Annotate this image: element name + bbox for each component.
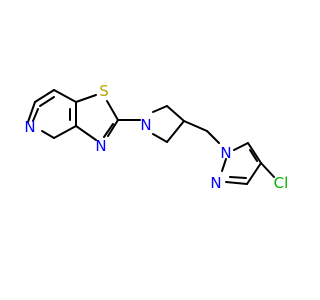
atom-label-n: N (220, 144, 231, 162)
bond (225, 181, 248, 185)
bond (53, 89, 77, 103)
bond (166, 105, 185, 122)
bond (233, 142, 249, 151)
bond (41, 130, 55, 139)
molecule-diagram: N S N N N N Cl (24, 82, 288, 192)
bond (152, 105, 168, 113)
bonds (27, 89, 275, 185)
bond (247, 142, 262, 164)
bond (152, 133, 168, 143)
bond (183, 120, 208, 132)
atom-label-n: N (210, 174, 221, 192)
atom-labels: N S N N N N Cl (24, 82, 288, 192)
bond (221, 158, 227, 172)
atom-label-s: S (99, 82, 109, 100)
bond (103, 123, 114, 138)
bond (229, 176, 247, 179)
bond (206, 130, 220, 144)
bond (34, 89, 55, 103)
atom-label-n: N (24, 118, 35, 136)
bond (166, 120, 185, 143)
atom-label-n: N (140, 116, 151, 134)
bond (246, 162, 262, 185)
bond (249, 149, 258, 162)
bond (107, 119, 119, 137)
bond (39, 96, 55, 107)
bond (32, 108, 39, 122)
bond (75, 94, 97, 103)
bond (27, 101, 36, 123)
bond (106, 100, 119, 121)
bond (53, 125, 77, 139)
bond (260, 162, 275, 178)
atom-label-n: N (95, 137, 106, 155)
bond (75, 125, 97, 141)
atom-label-cl: Cl (274, 174, 289, 192)
